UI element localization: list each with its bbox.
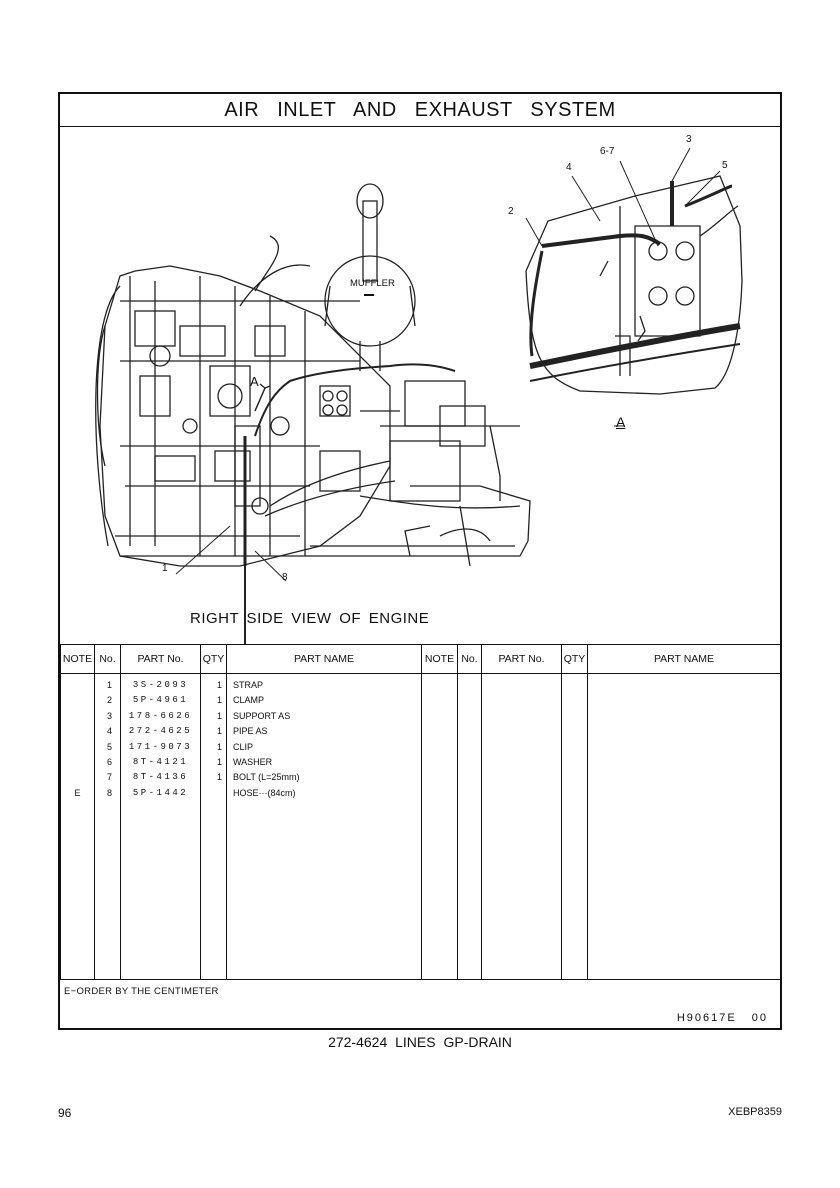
header-note-left: NOTE <box>60 644 95 674</box>
callout-1: 1 <box>162 563 168 574</box>
page-number: 96 <box>58 1106 72 1120</box>
part-no-column: 3S-2093 5P-4961 178-6626 272-4625 171-90… <box>120 673 201 980</box>
header-qty-right: QTY <box>561 644 588 674</box>
header-part-no-right: PART No. <box>481 644 562 674</box>
table-header-row: NOTE No. PART No. QTY PART NAME NOTE No.… <box>60 644 781 674</box>
table-cell-part-no: 272-4625 <box>128 726 193 737</box>
header-part-name-left: PART NAME <box>226 644 422 674</box>
table-cell-part-no: 8T-4121 <box>132 756 189 767</box>
table-cell-part-name: PIPE AS <box>233 726 268 737</box>
header-qty-left: QTY <box>200 644 227 674</box>
table-cell-part-no: 178-6626 <box>128 710 193 721</box>
callout-2: 2 <box>508 206 514 217</box>
table-cell-note <box>64 770 91 785</box>
callout-6-7: 6-7 <box>600 146 615 157</box>
table-cell-part-name: HOSE···(84cm) <box>233 787 296 798</box>
table-cell-note <box>64 755 91 770</box>
table-cell-part-name: CLAMP <box>233 695 265 706</box>
table-cell-note <box>64 709 91 724</box>
parts-table-wrap: NOTE No. PART No. QTY PART NAME NOTE No.… <box>60 644 781 980</box>
note-column-right <box>421 673 458 980</box>
table-body-row: E 1 2 3 4 5 6 7 8 3S-2093 5P-4961 <box>60 673 781 980</box>
callout-5: 5 <box>722 160 728 171</box>
table-cell-qty: 1 <box>216 756 222 767</box>
muffler-label: MUFFLER <box>350 278 395 289</box>
table-cell-no: 6 <box>106 756 112 767</box>
part-name-column-right <box>587 673 781 980</box>
table-cell-no: 1 <box>106 680 112 690</box>
table-cell-qty <box>204 786 222 801</box>
view-marker-a: A <box>250 374 259 389</box>
table-cell-no: 7 <box>106 772 112 783</box>
no-column: 1 2 3 4 5 6 7 8 <box>94 673 121 980</box>
table-cell-no: 2 <box>106 695 112 706</box>
part-name-column: STRAP CLAMP SUPPORT AS PIPE AS CLIP WASH… <box>226 673 422 980</box>
table-cell-qty: 1 <box>216 772 222 783</box>
table-cell-part-no: 8T-4136 <box>132 772 189 783</box>
table-cell-note <box>64 724 91 739</box>
sheet-code: H90617E 00 <box>676 1012 768 1024</box>
callout-3: 3 <box>686 134 692 145</box>
parts-table: NOTE No. PART No. QTY PART NAME NOTE No.… <box>60 644 781 980</box>
table-cell-note <box>64 678 91 693</box>
table-cell-qty: 1 <box>216 680 222 690</box>
table-cell-part-no: 5P-1442 <box>132 787 189 798</box>
part-no-column-right <box>481 673 562 980</box>
table-cell-qty: 1 <box>216 741 222 752</box>
note-column: E <box>60 673 95 980</box>
view-caption: RIGHT SIDE VIEW OF ENGINE <box>190 610 430 627</box>
callout-8: 8 <box>282 572 288 583</box>
no-column-right <box>457 673 482 980</box>
order-note: E−ORDER BY THE CENTIMETER <box>64 986 219 997</box>
muffler-label-dash <box>364 294 374 296</box>
table-cell-no: 4 <box>106 726 112 737</box>
header-note-right: NOTE <box>421 644 458 674</box>
engine-illustration: MUFFLER A A 1 8 2 4 6-7 3 5 RIGHT SIDE V… <box>60 126 780 644</box>
table-cell-part-name: CLIP <box>233 741 254 752</box>
table-cell-part-name: BOLT (L=25mm) <box>233 772 300 783</box>
table-cell-part-no: 5P-4961 <box>132 695 189 706</box>
sheet-title: AIR INLET AND EXHAUST SYSTEM <box>60 94 780 127</box>
table-cell-note: E <box>74 787 81 798</box>
qty-column: 1 1 1 1 1 1 1 <box>200 673 227 980</box>
header-part-no-left: PART No. <box>120 644 201 674</box>
table-cell-qty: 1 <box>216 695 222 706</box>
parts-sheet-frame: AIR INLET AND EXHAUST SYSTEM <box>58 92 782 1030</box>
table-cell-no: 5 <box>106 741 112 752</box>
group-title: 272-4624 LINES GP-DRAIN <box>328 1034 512 1050</box>
engine-drawing <box>95 147 743 644</box>
table-cell-qty: 1 <box>216 710 222 721</box>
table-cell-note <box>64 740 91 755</box>
table-cell-part-name: STRAP <box>233 680 264 690</box>
table-cell-part-name: SUPPORT AS <box>233 710 291 721</box>
table-cell-part-no: 3S-2093 <box>132 680 189 690</box>
document-code: XEBP8359 <box>728 1106 782 1118</box>
header-no-left: No. <box>94 644 121 674</box>
qty-column-right <box>561 673 588 980</box>
table-cell-no: 8 <box>106 787 112 798</box>
table-cell-note <box>64 693 91 708</box>
header-part-name-right: PART NAME <box>587 644 781 674</box>
detail-a-label: A <box>616 414 626 430</box>
table-cell-part-no: 171-9073 <box>128 741 193 752</box>
table-cell-no: 3 <box>106 710 112 721</box>
table-cell-qty: 1 <box>216 726 222 737</box>
header-no-right: No. <box>457 644 482 674</box>
table-cell-part-name: WASHER <box>233 756 273 767</box>
callout-4: 4 <box>566 162 572 173</box>
